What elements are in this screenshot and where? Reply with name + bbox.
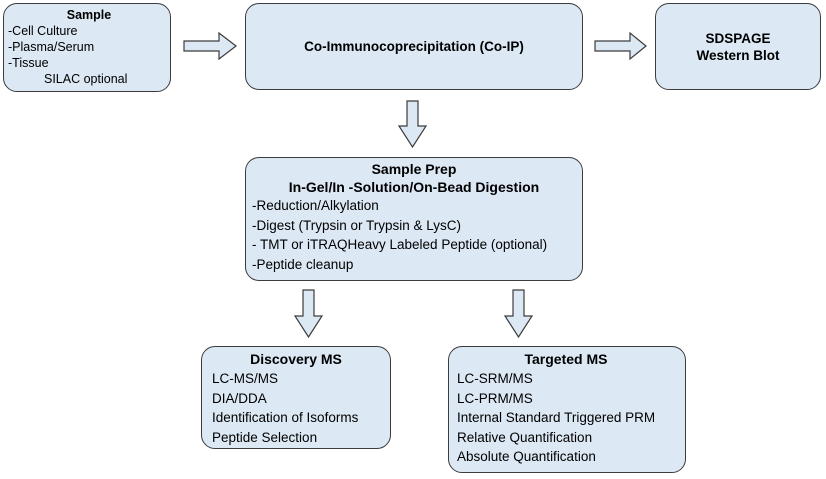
arrow-coip-to-sdspage — [594, 31, 647, 61]
sample-prep-item: - TMT or iTRAQHeavy Labeled Peptide (opt… — [252, 237, 548, 252]
arrow-prep-to-discovery — [293, 289, 324, 339]
sample-title: Sample — [66, 8, 112, 22]
sample-silac-note: SILAC optional — [44, 72, 128, 86]
targeted-item: LC-SRM/MS — [457, 371, 533, 386]
discovery-ms-box: Discovery MS LC-MS/MS DIA/DDA Identifica… — [201, 346, 391, 449]
discovery-item: LC-MS/MS — [212, 371, 279, 386]
arrow-prep-to-targeted — [503, 289, 534, 339]
discovery-item: DIA/DDA — [212, 390, 267, 406]
sample-prep-item: -Peptide cleanup — [252, 256, 354, 272]
discovery-ms-title: Discovery MS — [250, 351, 342, 367]
targeted-item: Internal Standard Triggered PRM — [457, 410, 656, 425]
targeted-item: Relative Quantification — [457, 429, 593, 445]
targeted-ms-box: Targeted MS LC-SRM/MS LC-PRM/MS Internal… — [448, 346, 686, 473]
discovery-item: Peptide Selection — [212, 429, 318, 445]
sample-box: Sample -Cell Culture -Plasma/Serum -Tiss… — [3, 3, 171, 92]
sample-prep-item: -Reduction/Alkylation — [252, 198, 379, 213]
discovery-item: Identification of Isoforms — [212, 410, 359, 425]
arrow-coip-to-prep — [397, 100, 428, 149]
targeted-ms-title: Targeted MS — [524, 351, 608, 367]
sdspage-title: SDSPAGE — [705, 30, 771, 46]
sample-prep-box: Sample Prep In-Gel/In -Solution/On-Bead … — [245, 157, 583, 281]
sample-prep-title: Sample Prep — [371, 161, 457, 177]
arrow-sample-to-coip — [183, 31, 237, 61]
coip-title: Co-Immunocoprecipitation (Co-IP) — [304, 39, 524, 54]
coip-box: Co-Immunocoprecipitation (Co-IP) — [245, 3, 583, 90]
sample-prep-subtitle: In-Gel/In -Solution/On-Bead Digestion — [288, 179, 540, 195]
sample-item: -Tissue — [8, 56, 49, 70]
sdspage-box: SDSPAGE Western Blot — [655, 3, 821, 90]
western-blot-title: Western Blot — [696, 47, 780, 63]
targeted-item: LC-PRM/MS — [457, 390, 533, 406]
sample-prep-item: -Digest (Trypsin or Trypsin & LysC) — [252, 217, 462, 233]
sample-item: -Plasma/Serum — [8, 40, 95, 54]
targeted-item: Absolute Quantification — [457, 449, 596, 464]
sample-item: -Cell Culture — [8, 24, 78, 38]
